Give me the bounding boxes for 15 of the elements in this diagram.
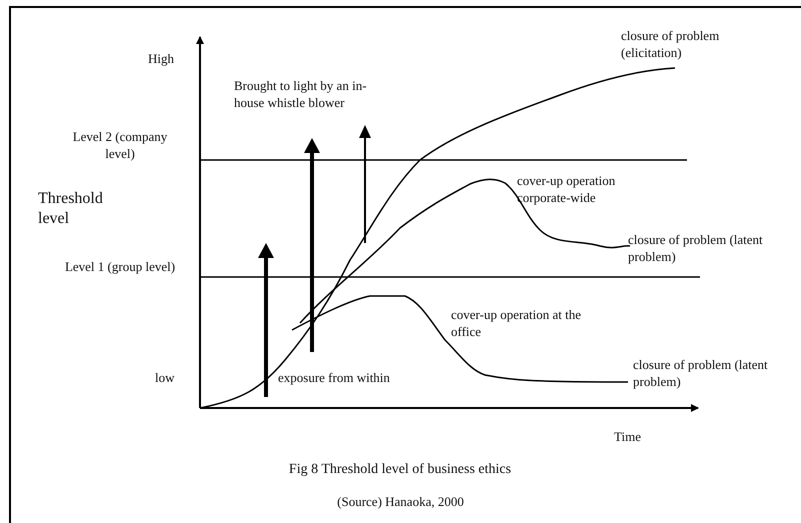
curve-label: cover-up operation at the office <box>451 306 582 340</box>
curve-label: cover-up operation corporate-wide <box>517 172 616 206</box>
curve-label: closure of problem (latent problem) <box>633 356 768 390</box>
annotation: exposure from within <box>278 369 391 386</box>
level-label: Level 1 (group level) <box>64 258 176 275</box>
annotation: Brought to light by an in- house whistle blower <box>234 77 368 111</box>
figure-caption: Fig 8 Threshold level of business ethics <box>288 462 512 478</box>
curve-label: closure of problem (latent problem) <box>628 231 763 265</box>
level-label: Level 2 (company level) <box>72 128 168 162</box>
axis-title: Time <box>614 428 642 445</box>
axis-label: low <box>155 369 176 386</box>
axis-label: High <box>148 50 175 67</box>
curve-label: closure of problem (elicitation) <box>621 27 720 61</box>
source-note: (Source) Hanaoka, 2000 <box>337 493 464 510</box>
axis-title: Threshold level <box>38 189 104 229</box>
